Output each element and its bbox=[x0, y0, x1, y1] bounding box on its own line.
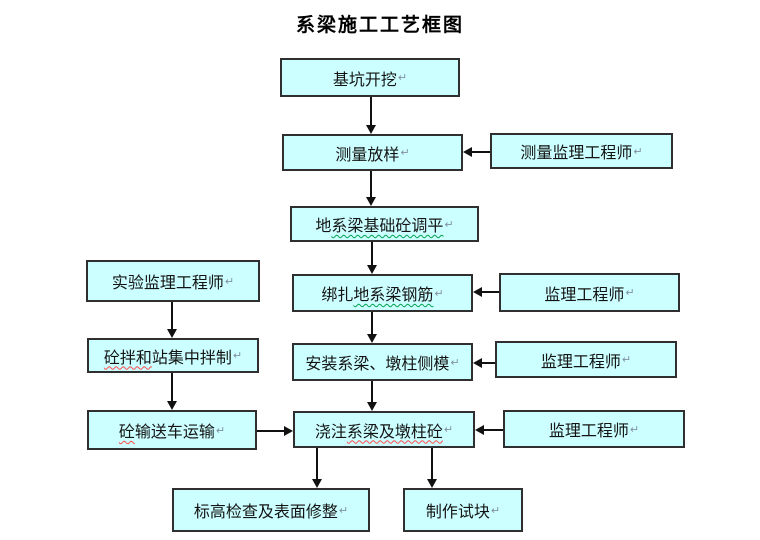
box-label: 测量放样 bbox=[335, 146, 400, 164]
arrow-formwork-to-pouring bbox=[371, 381, 373, 403]
arrow-down-icon bbox=[367, 402, 377, 411]
return-mark: ↵ bbox=[443, 423, 454, 436]
return-mark: ↵ bbox=[629, 422, 640, 436]
box-label: 地 bbox=[315, 218, 332, 235]
box-label: 绑扎 bbox=[321, 287, 354, 304]
arrow-down-icon bbox=[427, 479, 437, 488]
return-mark: ↵ bbox=[338, 503, 349, 517]
box-label: 实验监理工程师 bbox=[111, 275, 224, 292]
box-label: 监理工程师 bbox=[544, 286, 625, 304]
box-label: 标高检查及表面修整 bbox=[193, 504, 338, 521]
box-formwork: 安装系梁、墩柱侧模↵ bbox=[292, 343, 473, 381]
return-mark: ↵ bbox=[633, 144, 643, 158]
return-mark: ↵ bbox=[621, 353, 632, 366]
box-label: 监理工程师 bbox=[540, 353, 621, 371]
return-mark: ↵ bbox=[397, 71, 408, 84]
box-rebar-supervisor: 监理工程师↵ bbox=[499, 273, 680, 312]
box-label: 监理工程师 bbox=[548, 423, 629, 440]
arrow-excavation-to-survey bbox=[370, 97, 372, 126]
arrow-survey-supervisor-to-survey bbox=[471, 151, 490, 153]
box-mixing: 砼拌和站集中拌制↵ bbox=[87, 338, 259, 373]
arrow-leveling-to-rebar bbox=[371, 242, 373, 266]
arrow-rebar-to-formwork bbox=[371, 312, 373, 335]
arrow-left-icon bbox=[473, 287, 482, 297]
box-pouring-supervisor: 监理工程师↵ bbox=[503, 410, 685, 448]
arrow-pouring-supervisor-to-pouring bbox=[483, 429, 503, 431]
box-leveling: 地系梁基础砼调平↵ bbox=[290, 206, 479, 242]
box-label-misspelled: 地系梁钢筋 bbox=[353, 287, 434, 304]
return-mark: ↵ bbox=[434, 286, 444, 300]
box-label: 制作试块 bbox=[425, 504, 490, 521]
page-title: 系梁施工工艺框图 bbox=[295, 15, 464, 36]
box-transport: 砼输送车运输↵ bbox=[87, 410, 257, 450]
box-label-misspelled: 砼 bbox=[118, 424, 135, 441]
box-lab-supervisor: 实验监理工程师↵ bbox=[86, 260, 260, 302]
box-label: 浇注 bbox=[314, 423, 347, 441]
arrow-transport-to-pouring bbox=[257, 430, 284, 432]
return-mark: ↵ bbox=[625, 286, 635, 299]
arrow-survey-to-leveling bbox=[370, 171, 372, 198]
box-formwork-supervisor: 监理工程师↵ bbox=[495, 341, 677, 378]
box-survey-supervisor: 测量监理工程师↵ bbox=[490, 133, 673, 169]
arrow-right-icon bbox=[284, 426, 293, 436]
return-mark: ↵ bbox=[232, 349, 243, 362]
box-label-misspelled: 砼拌和 bbox=[103, 349, 152, 367]
arrow-pouring-to-elevation-check bbox=[316, 448, 318, 480]
box-label: 站集中拌制 bbox=[151, 349, 232, 367]
arrow-down-icon bbox=[167, 401, 177, 410]
arrow-left-icon bbox=[463, 147, 472, 157]
box-elevation-check: 标高检查及表面修整↵ bbox=[172, 488, 370, 532]
box-rebar: 绑扎地系梁钢筋↵ bbox=[292, 274, 473, 312]
box-pouring: 浇注系梁及墩柱砼↵ bbox=[293, 411, 475, 448]
box-excavation: 基坑开挖↵ bbox=[280, 58, 460, 97]
arrow-down-icon bbox=[167, 329, 177, 338]
return-mark: ↵ bbox=[400, 146, 410, 159]
return-mark: ↵ bbox=[224, 274, 235, 288]
arrow-lab-to-mixing bbox=[171, 302, 173, 330]
return-mark: ↵ bbox=[490, 503, 501, 517]
arrow-down-icon bbox=[366, 197, 376, 206]
arrow-down-icon bbox=[367, 265, 377, 274]
return-mark: ↵ bbox=[444, 217, 454, 231]
return-mark: ↵ bbox=[215, 423, 226, 437]
box-label-misspelled: 系梁基础砼调平 bbox=[331, 218, 444, 235]
box-label: 安装系梁、墩柱侧模 bbox=[305, 356, 450, 373]
arrow-down-icon bbox=[367, 334, 377, 343]
return-mark: ↵ bbox=[450, 355, 460, 369]
box-survey: 测量放样↵ bbox=[282, 134, 463, 171]
arrow-pouring-to-test-block bbox=[431, 448, 433, 480]
box-label-misspelled: 系梁及墩柱砼 bbox=[346, 423, 443, 441]
arrow-left-icon bbox=[475, 425, 484, 435]
arrow-rebar-supervisor-to-rebar bbox=[481, 291, 499, 293]
arrow-down-icon bbox=[366, 125, 376, 134]
arrow-mixing-to-transport bbox=[171, 373, 173, 402]
arrow-down-icon bbox=[312, 479, 322, 488]
box-label: 基坑开挖 bbox=[332, 71, 397, 89]
arrow-formwork-supervisor-to-formwork bbox=[481, 362, 495, 364]
box-test-block: 制作试块↵ bbox=[403, 488, 523, 532]
box-label: 测量监理工程师 bbox=[520, 145, 633, 162]
box-label: 输送车运输 bbox=[134, 424, 215, 441]
arrow-left-icon bbox=[473, 358, 482, 368]
